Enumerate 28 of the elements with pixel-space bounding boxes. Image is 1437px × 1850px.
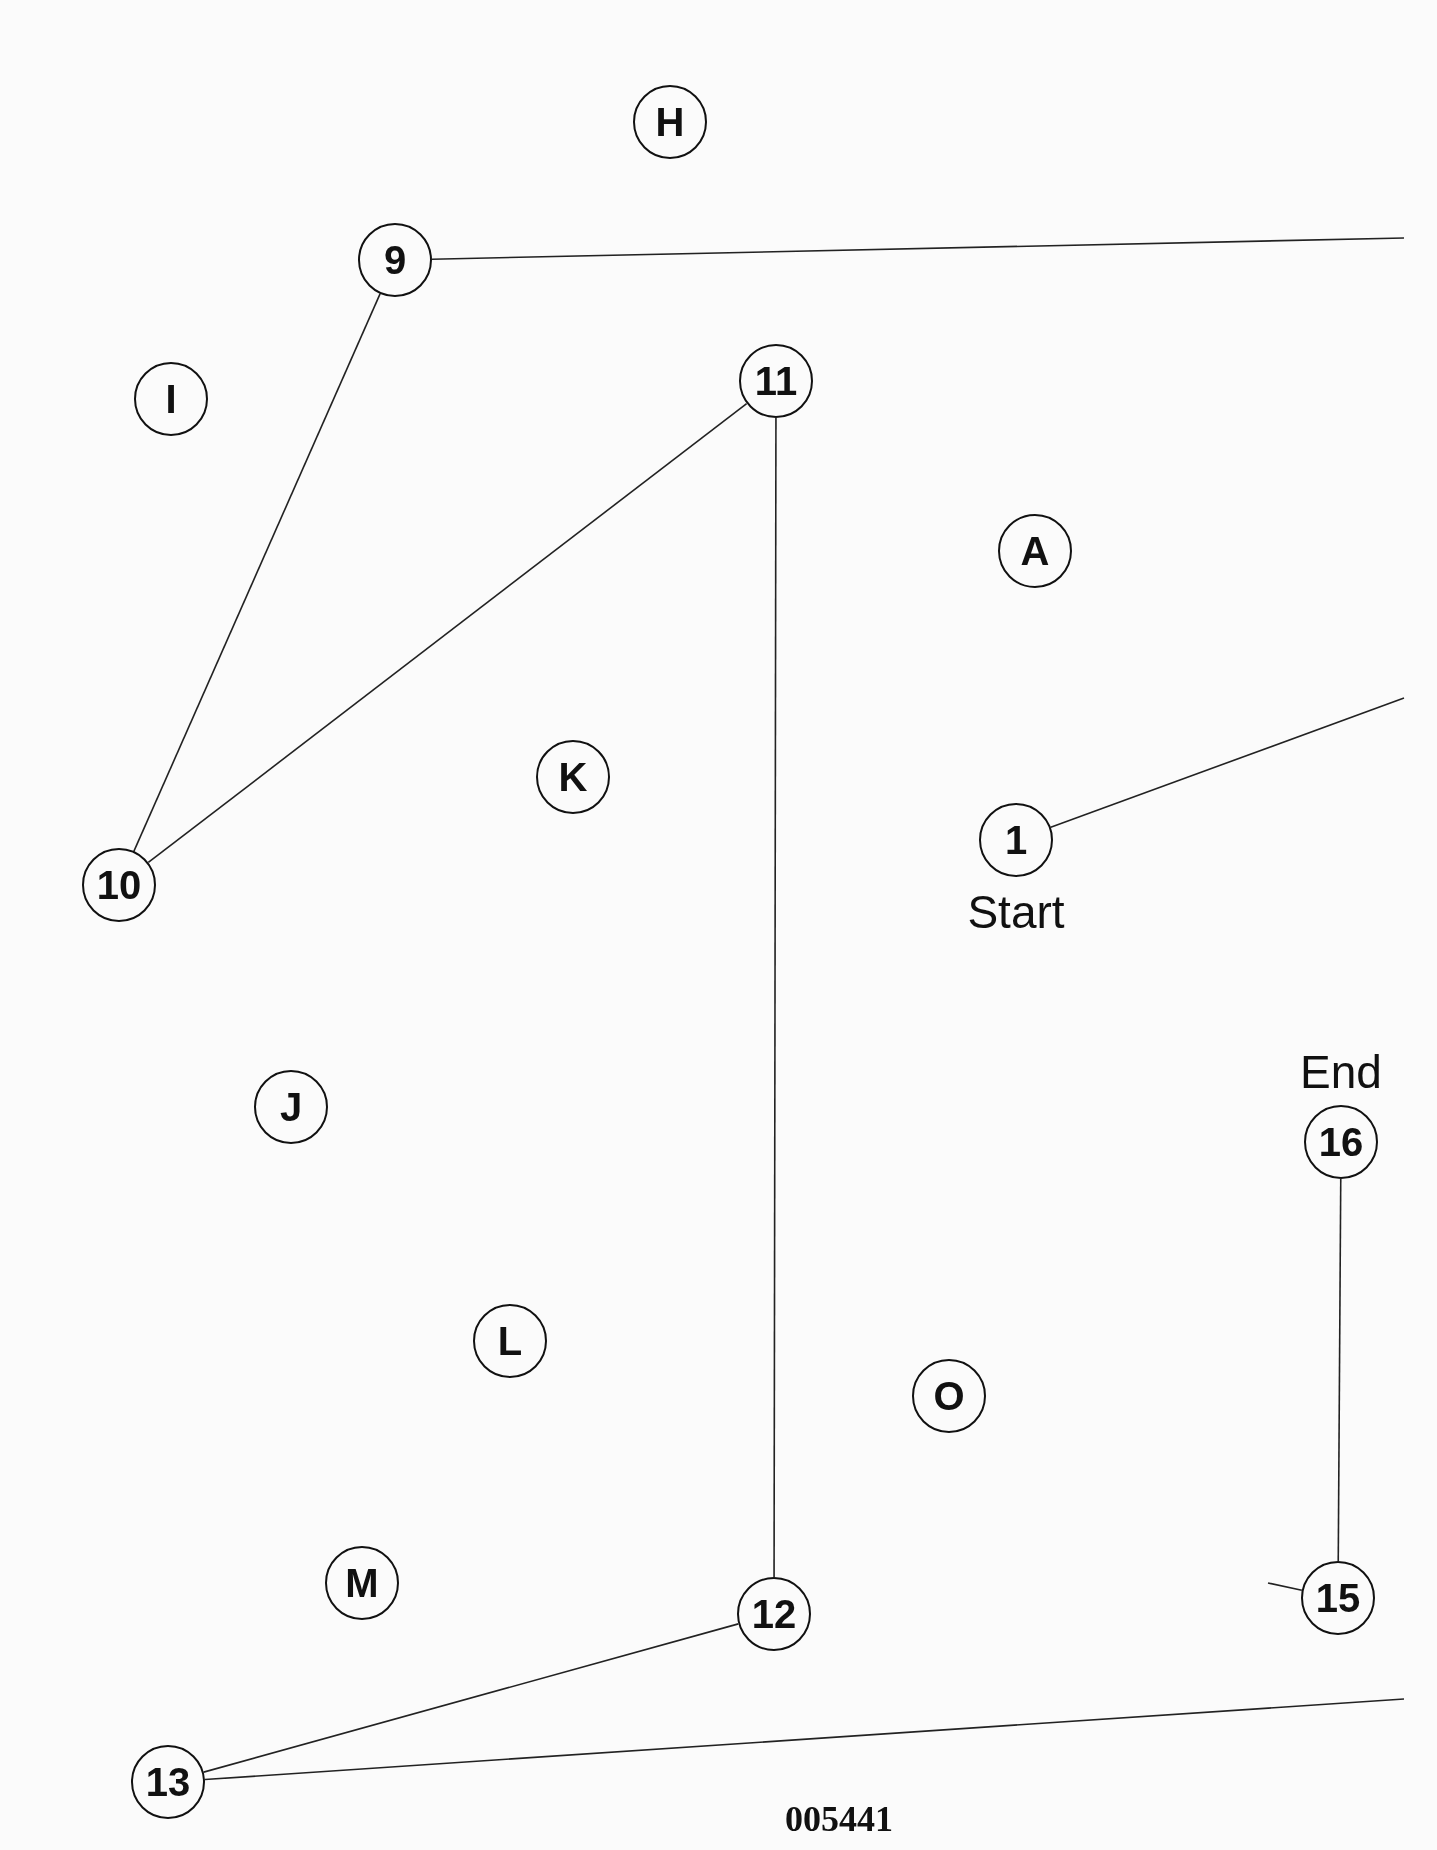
target-circle: 13 <box>131 1745 205 1819</box>
pencil-line <box>1049 697 1405 829</box>
pencil-line <box>133 293 381 852</box>
target-circle: A <box>998 514 1072 588</box>
target-circle: 9 <box>358 223 432 297</box>
pencil-line <box>204 1698 1405 1781</box>
target-circle: 1 <box>979 803 1053 877</box>
target-circle: 10 <box>82 848 156 922</box>
target-circle: J <box>254 1070 328 1144</box>
node-caption: End <box>1300 1045 1382 1099</box>
target-circle: 16 <box>1304 1105 1378 1179</box>
pencil-line <box>773 417 777 1578</box>
node-caption: Start <box>967 885 1065 939</box>
target-circle: M <box>325 1546 399 1620</box>
target-circle: K <box>536 740 610 814</box>
pencil-line <box>1337 1178 1342 1562</box>
page-number: 005441 <box>785 1798 893 1840</box>
target-circle: I <box>134 362 208 436</box>
pencil-line <box>147 402 748 864</box>
pencil-line <box>431 237 1405 260</box>
target-circle: 15 <box>1301 1561 1375 1635</box>
target-circle: 11 <box>739 344 813 418</box>
pencil-line <box>1267 1582 1303 1592</box>
target-circle: H <box>633 85 707 159</box>
target-circle: O <box>912 1359 986 1433</box>
target-circle: 12 <box>737 1577 811 1651</box>
pencil-line <box>202 1623 740 1773</box>
target-circle: L <box>473 1304 547 1378</box>
